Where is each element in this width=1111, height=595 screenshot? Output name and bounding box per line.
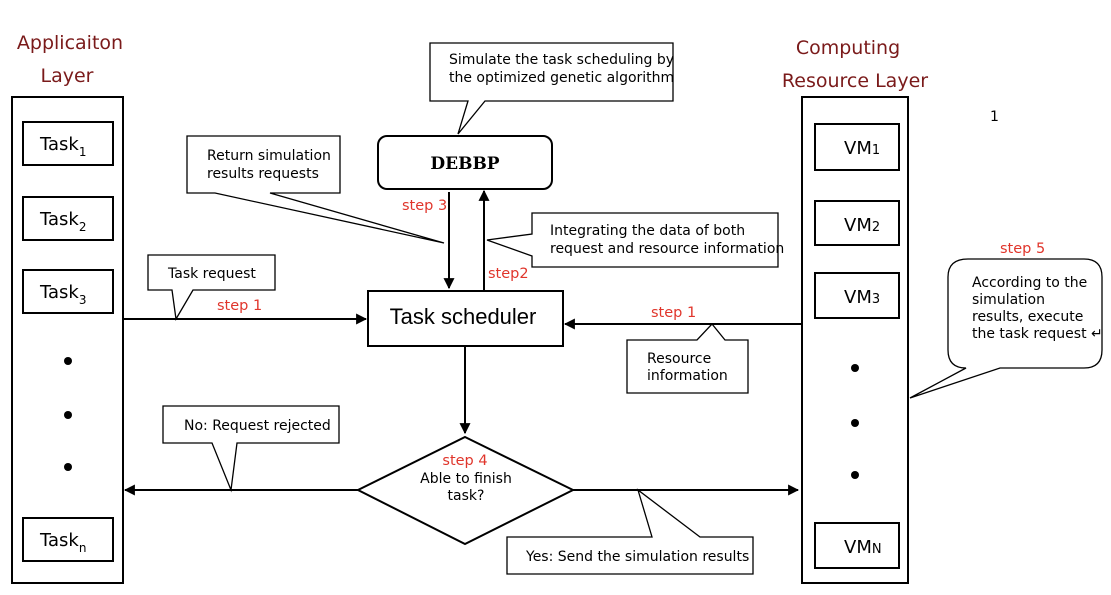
callout-integrating: Integrating the data of both request and… — [486, 212, 784, 268]
callout-send-results: Yes: Send the simulation results — [506, 488, 754, 575]
vm-box-3: VM3 — [814, 272, 900, 319]
task-subscript: 3 — [79, 293, 87, 307]
vm-label: VM — [844, 287, 872, 308]
vm-box-2: VM2 — [814, 200, 900, 246]
task-box-3: Task3 — [22, 269, 114, 314]
callout-text: the optimized genetic algorithm — [449, 70, 674, 86]
svg-text:Task1: Task1 — [39, 134, 87, 159]
callout-text: Yes: Send the simulation results — [525, 549, 749, 565]
callout-text: Task request — [167, 266, 256, 282]
svg-text:Task2: Task2 — [39, 209, 87, 234]
callout-text: No: Request rejected — [184, 418, 331, 434]
callout-execute-task: According to the simulation results, exe… — [909, 258, 1103, 399]
svg-text:VMN: VMN — [844, 537, 882, 558]
vm-subscript: 1 — [872, 143, 880, 158]
resource-layer-title-line1: Computing — [796, 37, 900, 59]
task-box-1: Task1 — [22, 121, 114, 166]
ellipsis-dot — [851, 471, 859, 479]
callout-text: information — [647, 368, 728, 384]
application-layer-panel — [11, 96, 124, 584]
resource-layer-title-line2: Resource Layer — [782, 70, 928, 92]
callout-text: Simulate the task scheduling by — [449, 52, 674, 68]
vm-label: VM — [844, 138, 872, 159]
task-scheduler-label: Task scheduler — [390, 304, 537, 329]
callout-text: According to the — [972, 275, 1087, 291]
task-box-n: Taskn — [22, 517, 114, 562]
ellipsis-dot — [851, 419, 859, 427]
ellipsis-dot — [64, 463, 72, 471]
callout-text: request and resource information — [550, 241, 784, 257]
vm-label: VM — [844, 537, 872, 558]
callout-text: results requests — [207, 166, 319, 182]
callout-return-simulation: Return simulation results requests — [186, 135, 445, 244]
svg-text:VM2: VM2 — [844, 215, 880, 236]
ellipsis-dot — [64, 357, 72, 365]
debbp-box — [377, 135, 553, 190]
task-label: Task — [39, 209, 79, 230]
task-label: Task — [39, 530, 79, 551]
decision-line1: Able to finish — [420, 471, 512, 487]
callout-simulate: Simulate the task scheduling by the opti… — [429, 42, 674, 135]
step4-label: step 4 — [442, 453, 487, 469]
step5-label: step 5 — [1000, 241, 1045, 257]
step3-label: step 3 — [402, 198, 447, 214]
step1-left-label: step 1 — [217, 298, 262, 314]
vm-subscript: 2 — [872, 220, 880, 235]
callout-resource-information: Resource information — [626, 323, 749, 394]
callout-text: the task request ↵ — [972, 326, 1103, 342]
vm-subscript: N — [872, 542, 882, 557]
task-box-2: Task2 — [22, 196, 114, 241]
callout-text: Return simulation — [207, 148, 331, 164]
task-subscript: n — [79, 541, 87, 555]
step2-label: step2 — [488, 266, 529, 282]
task-subscript: 2 — [79, 220, 87, 234]
vm-box-n: VMN — [814, 522, 900, 569]
callout-text: Integrating the data of both — [550, 223, 745, 239]
task-label: Task — [39, 134, 79, 155]
page-marker: 1 — [990, 109, 999, 125]
callout-text: Resource — [647, 351, 711, 367]
resource-layer-panel — [801, 96, 909, 584]
svg-text:VM3: VM3 — [844, 287, 880, 308]
svg-text:VM1: VM1 — [844, 138, 880, 159]
vm-subscript: 3 — [872, 292, 880, 307]
vm-label: VM — [844, 215, 872, 236]
task-scheduler-box — [367, 290, 564, 347]
callout-task-request: Task request — [147, 254, 276, 321]
callout-text: simulation — [972, 292, 1045, 308]
step1-right-label: step 1 — [651, 305, 696, 321]
task-label: Task — [39, 282, 79, 303]
decision-diamond — [355, 435, 576, 546]
task-subscript: 1 — [79, 145, 87, 159]
app-layer-title-line1: Applicaiton — [17, 32, 123, 54]
ellipsis-dot — [64, 411, 72, 419]
debbp-label: DEBBP — [430, 154, 499, 174]
svg-text:Task3: Task3 — [39, 282, 87, 307]
svg-text:Taskn: Taskn — [39, 530, 86, 555]
vm-box-1: VM1 — [814, 123, 900, 171]
callout-text: results, execute — [972, 309, 1083, 325]
app-layer-title-line2: Layer — [41, 65, 94, 87]
ellipsis-dot — [851, 364, 859, 372]
callout-request-rejected: No: Request rejected — [162, 405, 340, 493]
decision-line2: task? — [448, 488, 485, 504]
